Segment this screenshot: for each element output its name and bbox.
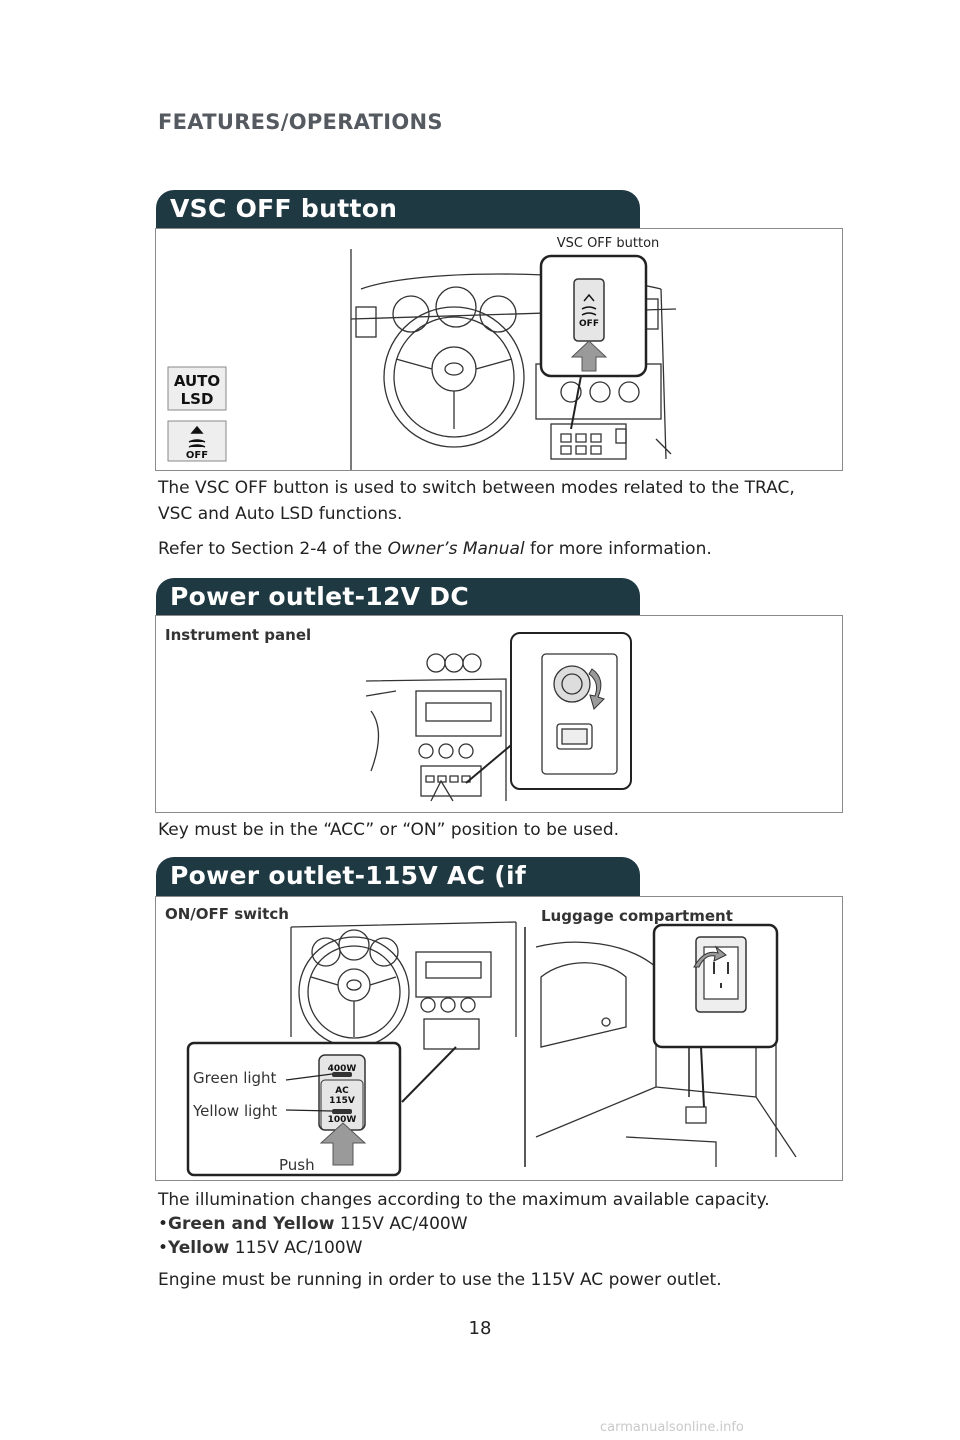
vsc-desc-line2: VSC and Auto LSD functions. (158, 504, 403, 524)
luggage-compartment-label: Luggage compartment (541, 907, 733, 925)
dc-description: Key must be in the “ACC” or “ON” positio… (158, 820, 620, 840)
ac-section-title: Power outlet-115V AC (if equipped) (156, 857, 640, 928)
section-header: FEATURES/OPERATIONS (158, 110, 443, 134)
vsc-ref-post: for more information. (524, 539, 712, 559)
page-number: 18 (468, 1318, 492, 1339)
bullet1-bold: Green and Yellow (168, 1214, 335, 1234)
vsc-reference: Refer to Section 2-4 of the Owner’s Manu… (158, 536, 838, 562)
ac-bullet-green-yellow: •Green and Yellow 115V AC/400W (158, 1214, 468, 1234)
dc-section-title: Power outlet-12V DC (156, 578, 640, 618)
bullet2-bold: Yellow (168, 1238, 230, 1258)
on-off-switch-label: ON/OFF switch (165, 905, 289, 923)
btn-115v-label: 115V (329, 1096, 355, 1106)
auto-lsd-icon-line1: AUTO (174, 372, 220, 390)
vsc-section-title: VSC OFF button (156, 190, 640, 230)
green-light-label: Green light (193, 1069, 277, 1087)
watermark: carmanualsonline.info (600, 1420, 744, 1435)
btn-100w-label: 100W (328, 1115, 357, 1125)
ac-illustration: 400W AC 115V 100W Green light Yellow lig… (186, 921, 797, 1177)
vsc-callout-label: VSC OFF button (557, 236, 660, 251)
dc-dashboard-illustration (366, 653, 517, 802)
bullet1-rest: 115V AC/400W (334, 1214, 468, 1234)
btn-ac-label: AC (335, 1086, 349, 1096)
vsc-figure: OFF VSC OFF button AUTO LSD OFF (155, 228, 843, 471)
auto-lsd-icon-line2: LSD (181, 390, 214, 408)
dc-figure: Instrument panel (155, 615, 843, 813)
dc-outlet-callout (510, 632, 632, 790)
instrument-panel-label: Instrument panel (165, 626, 312, 644)
ac-figure: ON/OFF switch Luggage compartment (155, 896, 843, 1181)
dc-outlet-illustration (541, 653, 618, 775)
vsc-desc-line1: The VSC OFF button is used to switch bet… (158, 478, 795, 498)
vsc-ref-pre: Refer to Section 2-4 of the (158, 539, 388, 559)
yellow-light-label: Yellow light (192, 1102, 277, 1120)
vsc-ref-manual: Owner’s Manual (387, 539, 525, 559)
bullet2-rest: 115V AC/100W (229, 1238, 363, 1258)
ac-description: The illumination changes according to th… (158, 1190, 770, 1210)
push-label: Push (279, 1156, 315, 1174)
ac-bullet-yellow: •Yellow 115V AC/100W (158, 1238, 363, 1258)
ac-engine-note: Engine must be running in order to use t… (158, 1270, 722, 1290)
btn-400w-label: 400W (328, 1064, 357, 1074)
vsc-description: The VSC OFF button is used to switch bet… (158, 475, 838, 527)
vsc-button-off-label: OFF (579, 319, 599, 329)
vsc-off-icon-label: OFF (186, 450, 208, 461)
vsc-dashboard-illustration: OFF VSC OFF button AUTO LSD OFF (167, 236, 677, 470)
